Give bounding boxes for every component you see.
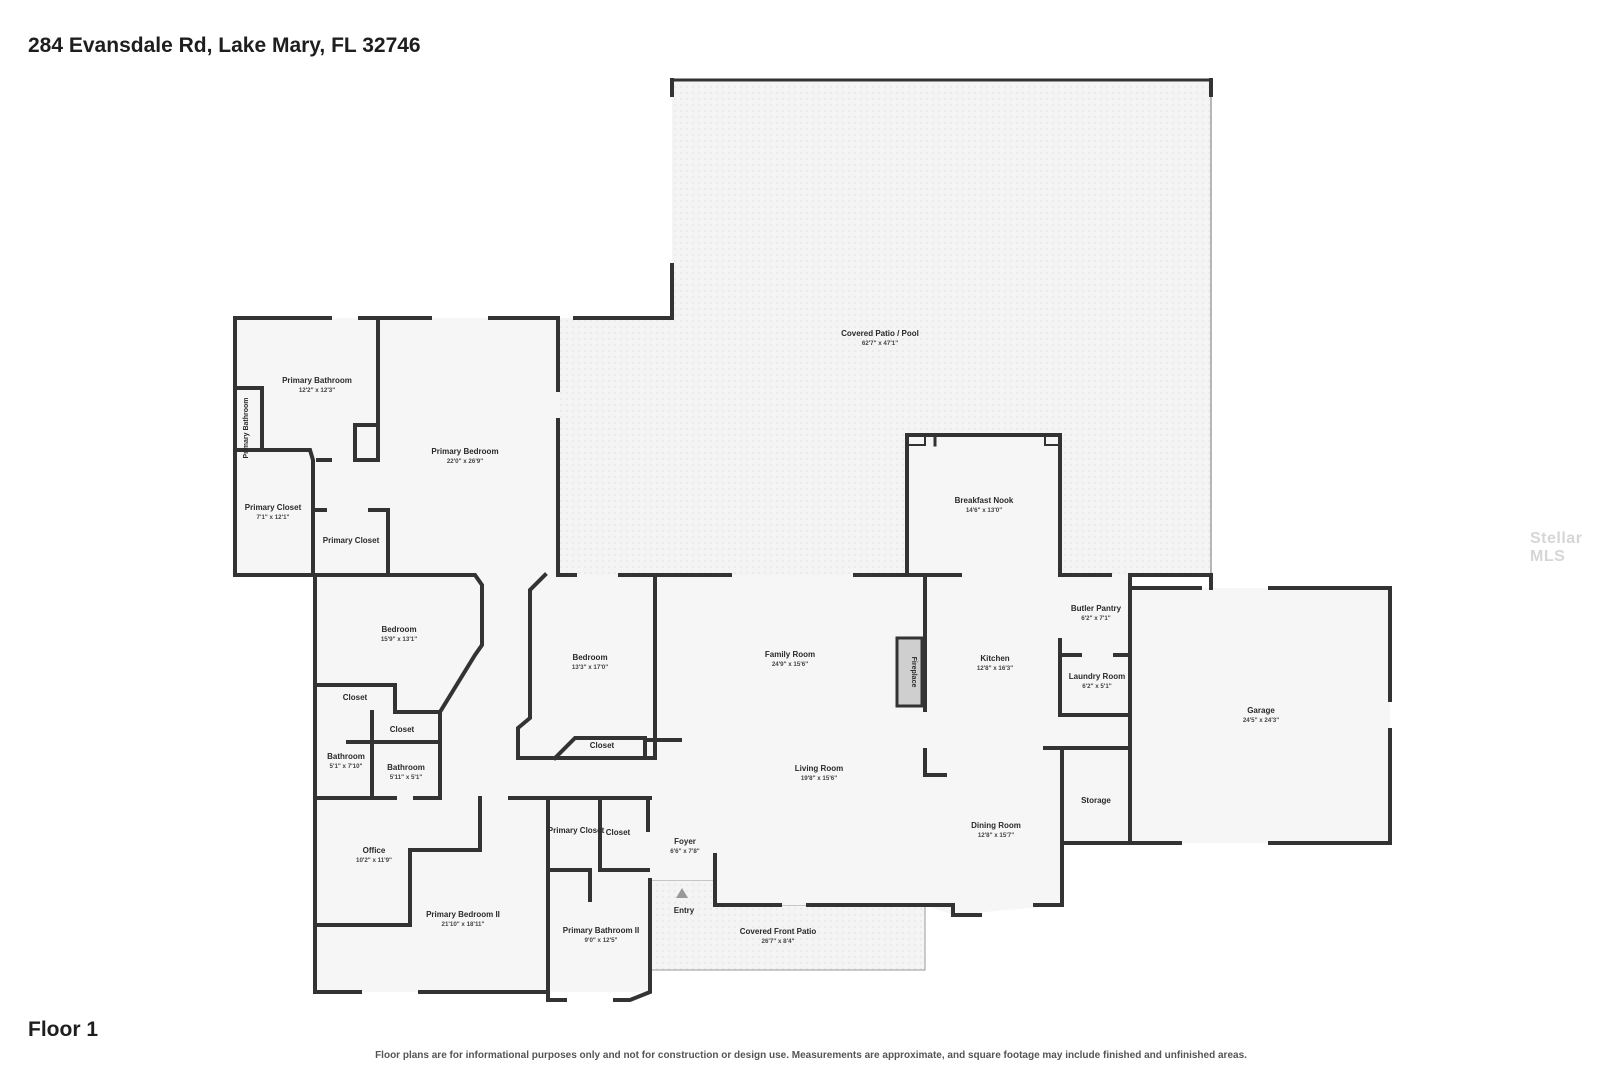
dims-primary-bedroom: 22'0" x 26'9" (447, 458, 483, 465)
label-fireplace: Fireplace (910, 657, 917, 688)
label-bedroom-1: Bedroom (381, 625, 416, 634)
interior-walls (233, 316, 1132, 994)
label-primary-bedroom: Primary Bedroom (431, 447, 498, 456)
label-kitchen: Kitchen (980, 654, 1009, 663)
dims-dining-room: 12'8" x 15'7" (978, 832, 1014, 839)
dims-bathroom-2: 5'11" x 5'1" (390, 774, 423, 781)
dims-bedroom-2: 13'3" x 17'0" (572, 664, 608, 671)
label-primary-bathroom-ii: Primary Bathroom II (563, 926, 639, 935)
label-closet-2: Closet (390, 725, 415, 734)
dims-kitchen: 12'8" x 16'3" (977, 665, 1013, 672)
patio-left-post (670, 78, 1213, 320)
dims-family-room: 24'9" x 15'6" (772, 661, 808, 668)
dims-covered-patio-pool: 62'7" x 47'1" (862, 340, 898, 347)
label-garage: Garage (1247, 706, 1275, 715)
dims-covered-front-patio: 26'7" x 8'4" (762, 938, 795, 945)
dims-breakfast-nook: 14'6" x 13'0" (966, 507, 1002, 514)
label-primary-closet-b: Primary Closet (323, 536, 380, 545)
label-living-room: Living Room (795, 764, 843, 773)
exterior-walls (233, 316, 1392, 1002)
dims-living-room: 19'8" x 15'6" (801, 775, 837, 782)
label-breakfast-nook: Breakfast Nook (955, 496, 1014, 505)
dims-primary-bathroom-ii: 9'0" x 12'5" (585, 937, 618, 944)
label-primary-closet-a: Primary Closet (245, 503, 302, 512)
entry-arrow-icon (676, 888, 688, 898)
label-primary-bathroom: Primary Bathroom (282, 376, 352, 385)
dims-laundry-room: 6'2" x 5'1" (1082, 683, 1112, 690)
dims-primary-bathroom: 12'2" x 12'3" (299, 387, 335, 394)
label-primary-bathroom-small: Primary Bathroom (243, 397, 250, 458)
dims-primary-bedroom-ii: 21'10" x 18'11" (442, 921, 485, 928)
floor-label: Floor 1 (28, 1018, 99, 1041)
label-bathroom-1: Bathroom (327, 752, 365, 761)
label-covered-patio-pool: Covered Patio / Pool (841, 329, 919, 338)
watermark: Stellar MLS (1530, 530, 1583, 565)
label-closet-3: Closet (590, 741, 615, 750)
label-bathroom-2: Bathroom (387, 763, 425, 772)
label-office: Office (363, 846, 386, 855)
dims-garage: 24'5" x 24'3" (1243, 717, 1279, 724)
label-primary-bedroom-ii: Primary Bedroom II (426, 910, 500, 919)
label-laundry-room: Laundry Room (1069, 672, 1125, 681)
dims-office: 10'2" x 11'9" (356, 857, 392, 864)
dims-butler-pantry: 6'2" x 7'1" (1081, 615, 1111, 622)
label-closet-4: Closet (606, 828, 631, 837)
covered-patio-area (560, 80, 1211, 575)
label-butler-pantry: Butler Pantry (1071, 604, 1122, 613)
label-dining-room: Dining Room (971, 821, 1021, 830)
label-closet-1: Closet (343, 693, 368, 702)
dims-foyer: 6'6" x 7'8" (670, 848, 700, 855)
disclaimer-text: Floor plans are for informational purpos… (375, 1050, 1247, 1061)
label-covered-front-patio: Covered Front Patio (740, 927, 817, 936)
dims-bathroom-1: 5'1" x 7'10" (330, 763, 363, 770)
interior-floor (235, 318, 1390, 992)
label-foyer: Foyer (674, 837, 696, 846)
label-primary-closet-c: Primary Closet (548, 826, 605, 835)
label-family-room: Family Room (765, 650, 815, 659)
dims-primary-closet-a: 7'1" x 12'1" (257, 514, 290, 521)
room-labels: Covered Patio / Pool 62'7" x 47'1" Prima… (243, 329, 1279, 945)
label-entry: Entry (674, 906, 695, 915)
fireplace-block (895, 636, 924, 708)
address-title: 284 Evansdale Rd, Lake Mary, FL 32746 (28, 34, 421, 57)
label-storage: Storage (1081, 796, 1111, 805)
dims-bedroom-1: 15'9" x 13'1" (381, 636, 417, 643)
label-bedroom-2: Bedroom (572, 653, 607, 662)
